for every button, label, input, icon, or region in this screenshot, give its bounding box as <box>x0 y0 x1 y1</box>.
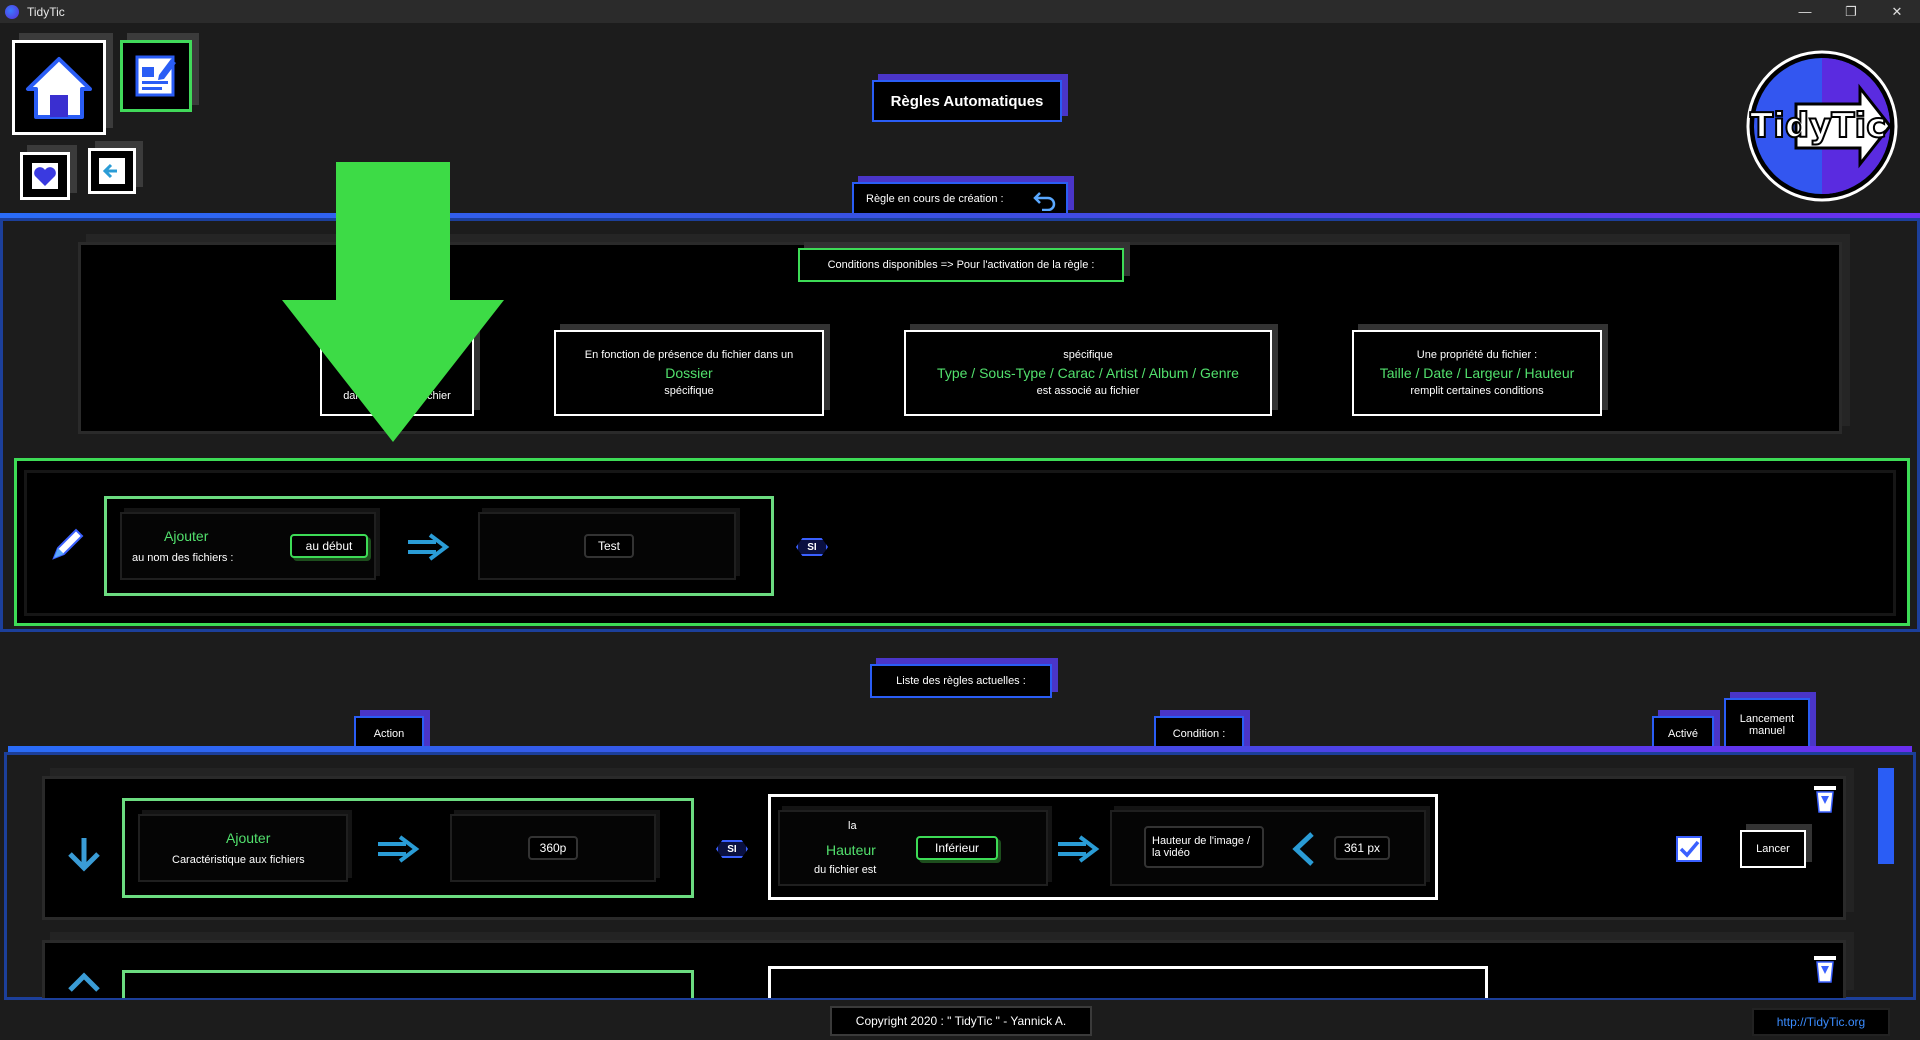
less-than-icon <box>1292 832 1314 866</box>
home-icon <box>26 56 92 119</box>
rule-target: Hauteur de l'image / la vidéo <box>1144 826 1264 868</box>
list-divider <box>8 746 1912 753</box>
rule-condition-group <box>768 966 1488 998</box>
move-up-icon[interactable] <box>64 970 104 994</box>
rule-action-box <box>138 814 348 882</box>
back-button[interactable] <box>88 148 136 194</box>
scrollbar-thumb[interactable] <box>1878 768 1894 864</box>
home-button[interactable] <box>12 40 106 135</box>
rule-condition-line1: la <box>848 820 857 832</box>
si-badge: SI <box>716 840 748 858</box>
rule-target-value: 361 px <box>1334 836 1390 860</box>
favorites-button[interactable] <box>20 152 70 200</box>
move-down-icon[interactable] <box>64 834 104 874</box>
page-title: Règles Automatiques <box>872 80 1062 122</box>
rule-in-progress-label: Règle en cours de création : <box>852 182 1068 216</box>
condition-card-type[interactable]: spécifique Type / Sous-Type / Carac / Ar… <box>904 330 1272 416</box>
rule-condition-highlight: Hauteur <box>826 842 876 858</box>
rule-value-box <box>450 814 656 882</box>
column-manual: Lancement manuel <box>1724 698 1810 752</box>
run-button[interactable]: Lancer <box>1740 830 1806 868</box>
logo-icon <box>1746 50 1898 202</box>
current-rule-action-title: Ajouter <box>164 528 209 544</box>
copyright: Copyright 2020 : " TidyTic " - Yannick A… <box>830 1006 1092 1036</box>
position-select[interactable]: au début <box>290 534 368 558</box>
undo-icon[interactable] <box>1032 189 1058 211</box>
rule-value: 360p <box>528 836 578 860</box>
document-edit-icon <box>135 55 176 97</box>
rule-creation-area <box>0 218 1920 632</box>
trash-icon[interactable] <box>1810 782 1840 814</box>
checkbox-checked-icon[interactable] <box>1676 836 1702 862</box>
minimize-button[interactable]: — <box>1798 4 1812 19</box>
rule-action-group <box>122 970 694 998</box>
rules-list-area <box>4 752 1916 1000</box>
rule-condition-box <box>778 810 1048 886</box>
rule-action-sub: Caractéristique aux fichiers <box>172 854 305 866</box>
website-link[interactable]: http://TidyTic.org <box>1752 1008 1890 1036</box>
rule-action-title: Ajouter <box>226 830 271 846</box>
conditions-title: Conditions disponibles => Pour l'activat… <box>798 248 1124 282</box>
back-arrow-icon <box>99 158 125 184</box>
app-icon <box>5 4 19 19</box>
window-titlebar: TidyTic — ❐ ✕ <box>0 0 1920 23</box>
window-title: TidyTic <box>27 4 65 19</box>
trash-icon[interactable] <box>1810 952 1840 984</box>
rule-condition-line3: du fichier est <box>814 864 877 876</box>
si-badge: SI <box>796 538 828 556</box>
close-button[interactable]: ✕ <box>1891 3 1903 19</box>
comparator-select: Inférieur <box>916 836 998 860</box>
rules-editor-button[interactable] <box>120 40 192 112</box>
section-divider <box>0 213 1920 220</box>
current-rule-action-sub: au nom des fichiers : <box>132 552 234 564</box>
maximize-button[interactable]: ❐ <box>1845 3 1857 19</box>
heart-icon <box>32 163 58 189</box>
right-arrow-icon <box>378 835 420 863</box>
right-arrow-icon <box>408 533 450 561</box>
logo-text: TidyTic <box>1749 105 1887 147</box>
tidytic-logo: TidyTic <box>1740 44 1900 204</box>
rules-list-title: Liste des règles actuelles : <box>870 664 1052 698</box>
current-rule-value-box <box>478 512 736 580</box>
condition-card-folder[interactable]: En fonction de présence du fichier dans … <box>554 330 824 416</box>
condition-card-property[interactable]: Une propriété du fichier : Taille / Date… <box>1352 330 1602 416</box>
pencil-icon[interactable] <box>48 524 88 564</box>
right-arrow-icon <box>1058 835 1100 863</box>
window-controls: — ❐ ✕ <box>1782 0 1920 23</box>
current-rule-value[interactable]: Test <box>584 534 634 558</box>
down-arrow-overlay-icon <box>282 162 504 442</box>
